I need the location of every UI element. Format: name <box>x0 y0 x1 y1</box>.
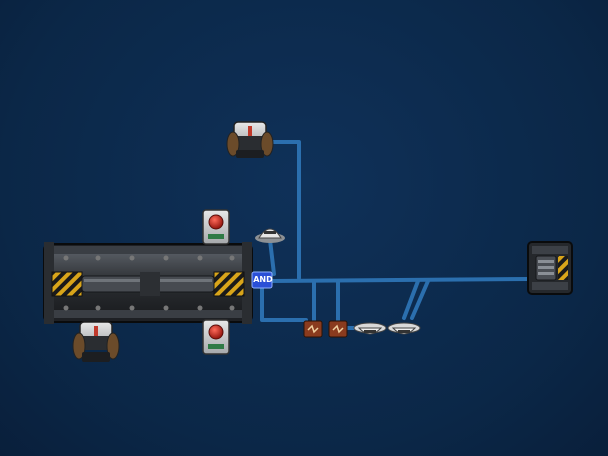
wire[interactable] <box>268 238 276 276</box>
smoke-detector-icon[interactable] <box>387 322 421 335</box>
red-button-icon[interactable] <box>202 319 230 355</box>
wire[interactable] <box>410 279 430 320</box>
smoke-detector-icon[interactable] <box>255 228 285 243</box>
wire[interactable] <box>260 286 308 322</box>
relay-icon[interactable] <box>328 320 348 338</box>
relay-icon[interactable] <box>303 320 323 338</box>
wires <box>94 140 532 330</box>
motion-sensor-icon[interactable] <box>72 321 120 362</box>
wire[interactable] <box>270 277 532 283</box>
blast-door-icon[interactable] <box>43 242 253 324</box>
and-gate-icon[interactable] <box>251 271 273 289</box>
receiver-box-icon[interactable] <box>527 241 573 295</box>
motion-sensor-icon[interactable] <box>226 121 274 158</box>
red-button-icon[interactable] <box>202 209 230 245</box>
smoke-detector-icon[interactable] <box>353 322 387 335</box>
and-gate-label: AND <box>253 275 273 284</box>
wire[interactable] <box>270 140 301 280</box>
wire[interactable] <box>402 279 420 320</box>
